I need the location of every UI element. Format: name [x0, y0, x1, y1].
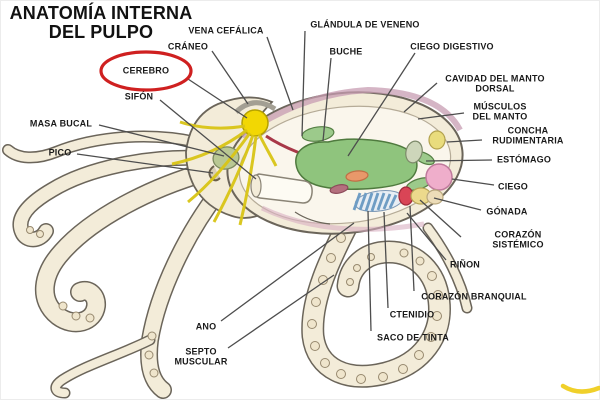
label-gonada: GÓNADA: [486, 206, 528, 217]
gill-ctenidium: [352, 190, 404, 212]
label-ciego: CIEGO: [497, 181, 529, 192]
label-rinon: RIÑON: [450, 259, 480, 270]
label-estomago: ESTÓMAGO: [496, 154, 552, 165]
label-pico: PICO: [48, 147, 72, 158]
label-glandula-de-veneno: GLÁNDULA DE VENENO: [310, 19, 420, 30]
label-saco-de-tinta: SACO DE TINTA: [377, 332, 449, 343]
rudimentary-shell: [428, 130, 446, 150]
label-cavidad-del-manto-dorsal: CAVIDAD DEL MANTO DORSAL: [445, 73, 545, 93]
label-buche: BUCHE: [329, 46, 363, 57]
caecum: [425, 163, 453, 191]
label-masa-bucal: MASA BUCAL: [29, 118, 93, 129]
label-musculos-del-manto: MÚSCULOS DEL MANTO: [472, 101, 528, 121]
siphon-funnel: [250, 173, 313, 204]
label-ctenidio: CTENIDIO: [389, 309, 435, 320]
label-vena-cefalica: VENA CEFÁLICA: [188, 25, 264, 36]
label-sifon: SIFÓN: [124, 91, 154, 102]
salmon-organ: [345, 170, 369, 182]
label-septo-muscular: SEPTO MUSCULAR: [174, 346, 228, 366]
label-ano: ANO: [195, 321, 217, 332]
label-concha-rudimentaria: CONCHA RUDIMENTARIA: [492, 125, 564, 145]
label-ciego-digestivo: CIEGO DIGESTIVO: [410, 41, 494, 52]
label-cerebro: CEREBRO: [122, 65, 170, 76]
title-line2: DEL PULPO: [48, 22, 154, 42]
ink-sac: [329, 184, 349, 194]
label-corazon-sistemico: CORAZÓN SISTÉMICO: [492, 229, 544, 249]
label-corazon-branquial: CORAZÓN BRANQUIAL: [421, 291, 527, 302]
label-craneo: CRÁNEO: [167, 41, 209, 52]
diagram-title: ANATOMÍA INTERNA DEL PULPO: [0, 4, 202, 42]
title-line1: ANATOMÍA INTERNA: [9, 3, 193, 23]
